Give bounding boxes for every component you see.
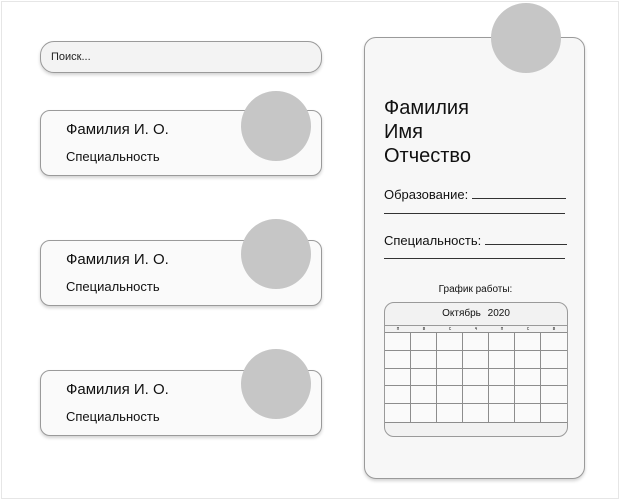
specialty-field: Специальность:	[384, 233, 567, 248]
schedule-label: График работы:	[438, 284, 513, 295]
calendar-day-cell[interactable]	[411, 350, 437, 369]
calendar-day-cell[interactable]	[515, 404, 541, 422]
weekday-label: в	[422, 326, 426, 332]
calendar-day-cell[interactable]	[385, 333, 411, 351]
calendar-day-cell[interactable]	[437, 368, 463, 387]
calendar-day-cell[interactable]	[385, 368, 411, 387]
calendar-year: 2020	[487, 308, 510, 319]
calendar-grid	[385, 332, 567, 423]
surname: Фамилия	[384, 97, 469, 119]
doctor-name: Фамилия И. О.	[66, 121, 169, 138]
schedule-calendar[interactable]: Октябрь 2020 п в с ч п с в	[384, 302, 568, 437]
doctor-specialty: Специальность	[66, 409, 160, 424]
education-field: Образование:	[384, 187, 566, 202]
doctor-specialty: Специальность	[66, 149, 160, 164]
doctor-name: Фамилия И. О.	[66, 381, 169, 398]
calendar-day-cell[interactable]	[489, 350, 515, 369]
specialty-value-line	[484, 244, 567, 245]
doctor-full-name: Фамилия Имя Отчество	[384, 96, 471, 168]
search-input[interactable]: Поиск...	[40, 41, 322, 73]
calendar-day-cell[interactable]	[541, 350, 567, 369]
calendar-day-cell[interactable]	[489, 368, 515, 387]
avatar	[491, 3, 561, 73]
weekday-label: п	[500, 326, 504, 332]
weekday-label: в	[552, 326, 556, 332]
calendar-day-cell[interactable]	[437, 386, 463, 405]
weekday-label: с	[526, 326, 530, 332]
education-value-line	[471, 198, 566, 199]
calendar-title: Октябрь 2020	[385, 308, 567, 319]
calendar-month: Октябрь	[442, 308, 481, 319]
patronymic: Отчество	[384, 145, 471, 167]
calendar-day-cell[interactable]	[463, 404, 489, 422]
calendar-weekdays: п в с ч п с в	[385, 325, 567, 334]
calendar-day-cell[interactable]	[411, 368, 437, 387]
avatar	[241, 91, 311, 161]
calendar-day-cell[interactable]	[463, 368, 489, 387]
weekday-label: с	[448, 326, 452, 332]
specialty-second-line	[384, 258, 565, 259]
calendar-day-cell[interactable]	[515, 350, 541, 369]
calendar-day-cell[interactable]	[489, 386, 515, 405]
avatar	[241, 219, 311, 289]
calendar-day-cell[interactable]	[411, 404, 437, 422]
calendar-day-cell[interactable]	[463, 386, 489, 405]
calendar-day-cell[interactable]	[489, 333, 515, 351]
calendar-day-cell[interactable]	[437, 350, 463, 369]
calendar-day-cell[interactable]	[411, 333, 437, 351]
calendar-day-cell[interactable]	[515, 386, 541, 405]
calendar-day-cell[interactable]	[437, 404, 463, 422]
weekday-label: п	[396, 326, 400, 332]
first-name: Имя	[384, 121, 423, 143]
calendar-day-cell[interactable]	[489, 404, 515, 422]
calendar-day-cell[interactable]	[541, 404, 567, 422]
doctor-specialty: Специальность	[66, 279, 160, 294]
calendar-day-cell[interactable]	[385, 350, 411, 369]
doctor-name: Фамилия И. О.	[66, 251, 169, 268]
specialty-label: Специальность:	[384, 233, 482, 248]
calendar-day-cell[interactable]	[541, 368, 567, 387]
calendar-day-cell[interactable]	[541, 333, 567, 351]
calendar-day-cell[interactable]	[411, 386, 437, 405]
calendar-day-cell[interactable]	[437, 333, 463, 351]
calendar-day-cell[interactable]	[515, 333, 541, 351]
avatar	[241, 349, 311, 419]
calendar-day-cell[interactable]	[541, 386, 567, 405]
education-label: Образование:	[384, 187, 469, 202]
calendar-day-cell[interactable]	[385, 404, 411, 422]
doctor-card[interactable]: Фамилия И. О. Специальность	[40, 240, 322, 306]
doctor-detail-panel: Фамилия Имя Отчество Образование: Специа…	[364, 37, 585, 479]
calendar-day-cell[interactable]	[463, 350, 489, 369]
calendar-day-cell[interactable]	[515, 368, 541, 387]
weekday-label: ч	[474, 326, 478, 332]
calendar-day-cell[interactable]	[385, 386, 411, 405]
education-second-line	[384, 213, 565, 214]
calendar-day-cell[interactable]	[463, 333, 489, 351]
